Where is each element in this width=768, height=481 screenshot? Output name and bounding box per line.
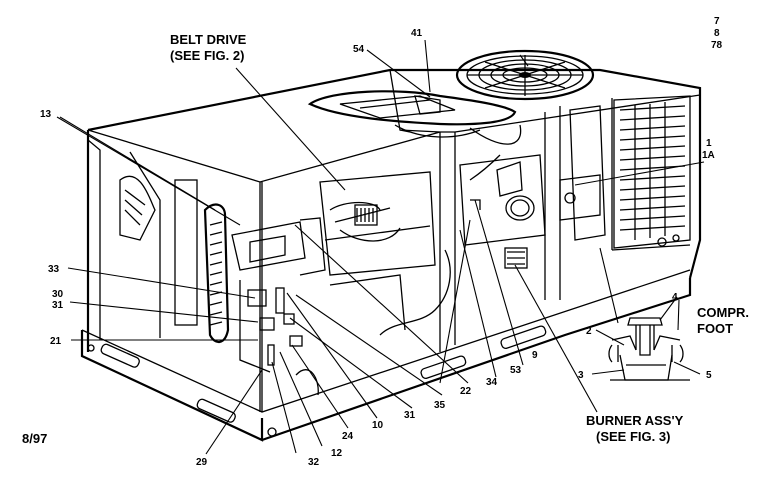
- belt-drive-label: BELT DRIVE: [170, 32, 247, 47]
- part-number-53: 53: [510, 365, 522, 376]
- part-number-1a: 1A: [702, 150, 715, 161]
- leader-lines: [56, 39, 705, 455]
- part-number-1: 1: [706, 138, 712, 149]
- base-rail-holes: [87, 234, 680, 437]
- part-number-22: 22: [460, 386, 472, 397]
- part-number-24: 24: [342, 431, 354, 442]
- part-number-7: 7: [714, 16, 720, 27]
- part-number-2: 2: [586, 326, 592, 337]
- part-number-34: 34: [486, 377, 498, 388]
- part-number-3: 3: [578, 370, 584, 381]
- part-number-31-left: 31: [52, 300, 64, 311]
- part-number-31-lower: 31: [404, 410, 416, 421]
- part-number-54: 54: [353, 44, 365, 55]
- right-condenser-coil: [559, 95, 691, 249]
- part-number-30: 30: [52, 289, 64, 300]
- part-number-4: 4: [672, 292, 678, 303]
- part-number-labels: 7 8 78 41 54 13 1 1A 33 30 31 21 4 2 3 5…: [40, 16, 723, 468]
- part-number-33: 33: [48, 264, 60, 275]
- compr-foot-label-1: COMPR.: [697, 305, 749, 320]
- date-code: 8/97: [22, 431, 47, 446]
- part-number-9: 9: [532, 350, 538, 361]
- belt-drive-blower: [299, 171, 436, 276]
- burner-assy-label: BURNER ASS'Y: [586, 413, 684, 428]
- condenser-fan: [455, 49, 595, 101]
- part-number-21: 21: [50, 336, 62, 347]
- part-number-10: 10: [372, 420, 384, 431]
- top-duct-assembly: [307, 90, 522, 145]
- burner-assy-ref: (SEE FIG. 3): [596, 429, 670, 444]
- belt-drive-ref: (SEE FIG. 2): [170, 48, 244, 63]
- compressor-foot-detail: [608, 317, 690, 381]
- callout-belt-drive: BELT DRIVE (SEE FIG. 2): [170, 32, 247, 63]
- part-number-12: 12: [331, 448, 343, 459]
- compr-foot-label-2: FOOT: [697, 321, 733, 336]
- part-number-13: 13: [40, 109, 52, 120]
- part-number-35: 35: [434, 400, 446, 411]
- callout-burner-assy: BURNER ASS'Y (SEE FIG. 3): [586, 413, 684, 444]
- control-box: [231, 221, 451, 396]
- part-number-29: 29: [196, 457, 208, 468]
- part-number-5: 5: [706, 370, 712, 381]
- part-number-8: 8: [714, 28, 720, 39]
- callout-compr-foot: COMPR. FOOT: [697, 305, 749, 336]
- part-number-78: 78: [711, 40, 723, 51]
- heat-exchanger: [459, 154, 546, 269]
- part-number-32: 32: [308, 457, 320, 468]
- part-number-41: 41: [411, 28, 423, 39]
